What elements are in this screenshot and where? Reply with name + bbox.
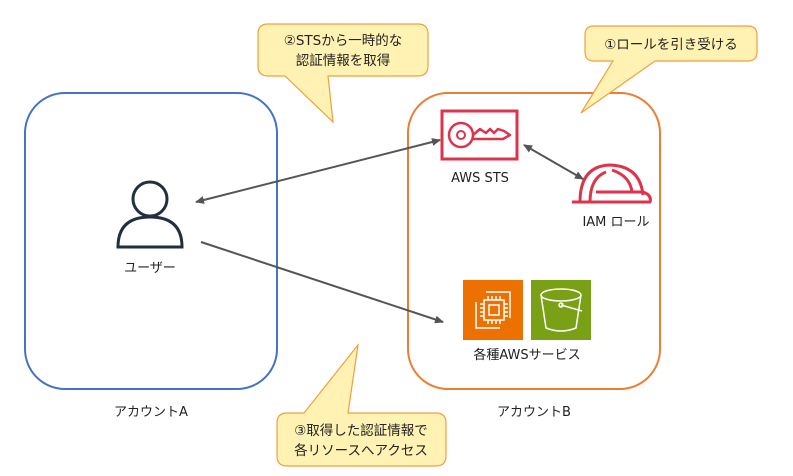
callout-access-line1: ③取得した認証情報で <box>294 422 428 439</box>
iam-role-label: IAM ロール <box>582 215 649 230</box>
arrow-user-services <box>200 241 444 324</box>
account-b-box <box>407 92 661 390</box>
callout-access-line2: 各リソースへアクセス <box>294 443 428 459</box>
arrow-sts-iam <box>523 144 584 180</box>
user-icon <box>116 180 184 249</box>
hard-hat-icon <box>572 163 652 204</box>
services-label: 各種AWSサービス <box>473 347 580 363</box>
callout-assume-role-text: ①ロールを引き受ける <box>604 37 738 53</box>
account-a-label: アカウントA <box>114 405 188 420</box>
user-label: ユーザー <box>124 261 176 276</box>
account-a-box <box>24 92 278 390</box>
callout-sts-line2: 認証情報を取得 <box>296 52 391 69</box>
s3-bucket-icon <box>531 280 591 340</box>
sts-label: AWS STS <box>451 171 509 186</box>
ec2-chip-icon <box>463 280 523 340</box>
callout-access: ③取得した認証情報で 各リソースへアクセス <box>276 342 447 467</box>
callout-sts-line1: ②STSから一時的な <box>284 33 403 49</box>
key-icon <box>440 109 519 161</box>
arrow-user-sts <box>195 138 441 204</box>
callout-sts: ②STSから一時的な 認証情報を取得 <box>257 23 429 124</box>
account-b-label: アカウントB <box>497 405 571 420</box>
callout-assume-role: ①ロールを引き受ける <box>580 25 758 114</box>
